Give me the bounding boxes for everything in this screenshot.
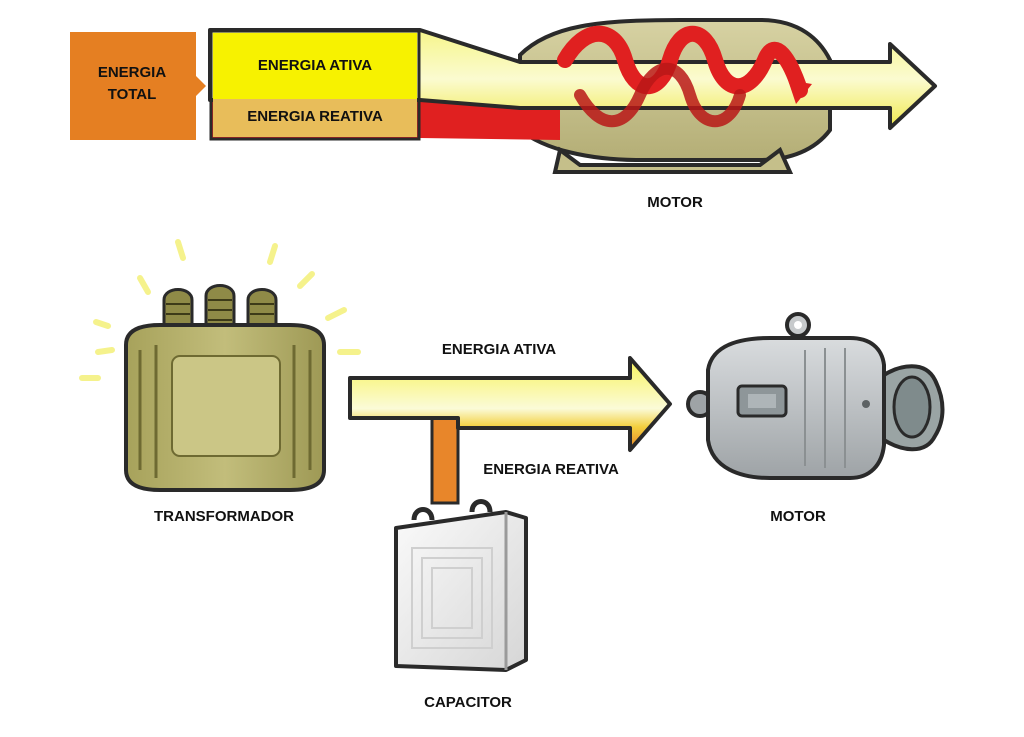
- transformer-label: TRANSFORMADOR: [154, 508, 294, 525]
- active-energy-box: [213, 33, 417, 99]
- transformer: [79, 239, 361, 492]
- glow-rays: [79, 239, 361, 381]
- top-active-energy-label: ENERGIA ATIVA: [257, 57, 373, 74]
- reactive-energy-box: [213, 99, 417, 137]
- total-energy-label-text: ENERGIA TOTAL: [97, 64, 167, 103]
- top-motor-label: MOTOR: [647, 194, 703, 211]
- bottom-motor-label: MOTOR: [770, 508, 826, 525]
- capacitor-label: CAPACITOR: [424, 694, 512, 711]
- bottom-reactive-energy-label: ENERGIA REATIVA: [483, 461, 619, 478]
- helix-waves: [557, 25, 812, 128]
- bottom-energy-arrow: [348, 356, 672, 452]
- reactive-pipe: [430, 413, 460, 505]
- total-energy-box: [70, 32, 206, 140]
- bottom-active-energy-label: ENERGIA ATIVA: [441, 341, 557, 358]
- motor-bottom: [686, 312, 945, 480]
- total-energy-label: ENERGIA TOTAL: [98, 62, 166, 106]
- top-diagram: [70, 18, 937, 174]
- top-reactive-energy-label: ENERGIA REATIVA: [247, 108, 383, 125]
- capacitor: [394, 499, 528, 672]
